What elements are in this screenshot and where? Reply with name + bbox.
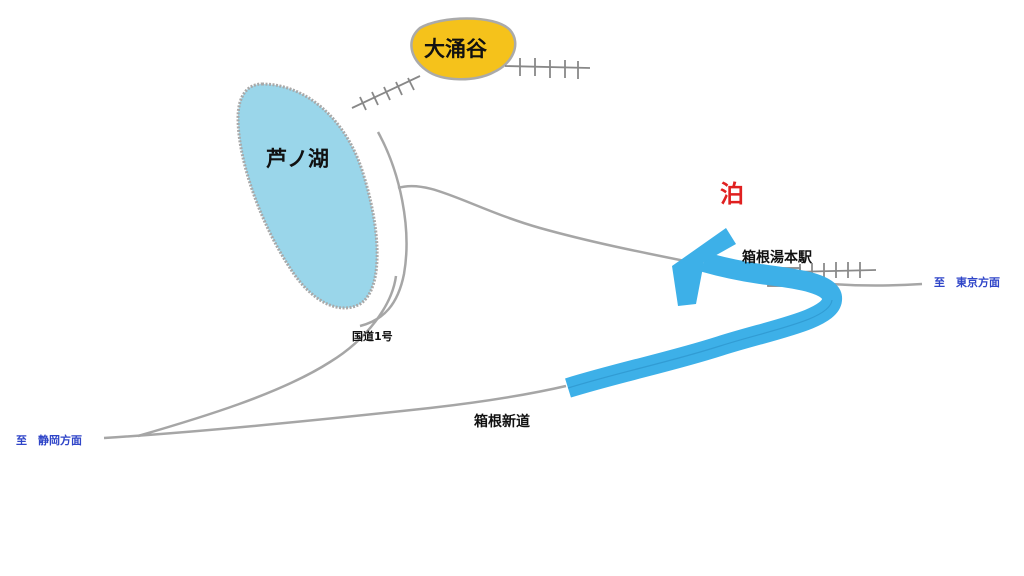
owakudani-label: 大涌谷 [424, 37, 488, 61]
hakone-shindo-road [103, 384, 567, 440]
to-tokyo-label: 至 東京方面 [934, 275, 1000, 289]
route-1-label: 国道1号 [352, 329, 393, 343]
route-1-west-road [137, 275, 398, 438]
lake-loop-road [359, 131, 408, 328]
route-1-road [397, 184, 923, 287]
stay-label: 泊 [720, 180, 744, 208]
ropeway-line [351, 58, 591, 111]
route-arrowhead-shape [672, 228, 736, 306]
owakudani-highlight-shape [410, 17, 517, 81]
hakone-shindo-label: 箱根新道 [474, 413, 530, 430]
hakone-yumoto-station-label: 箱根湯本駅 [742, 249, 813, 266]
ashinoko-label: 芦ノ湖 [266, 147, 329, 171]
travel-route [565, 228, 842, 398]
lake-ashinoko-shape [236, 82, 379, 310]
to-shizuoka-label: 至 静岡方面 [16, 433, 82, 447]
